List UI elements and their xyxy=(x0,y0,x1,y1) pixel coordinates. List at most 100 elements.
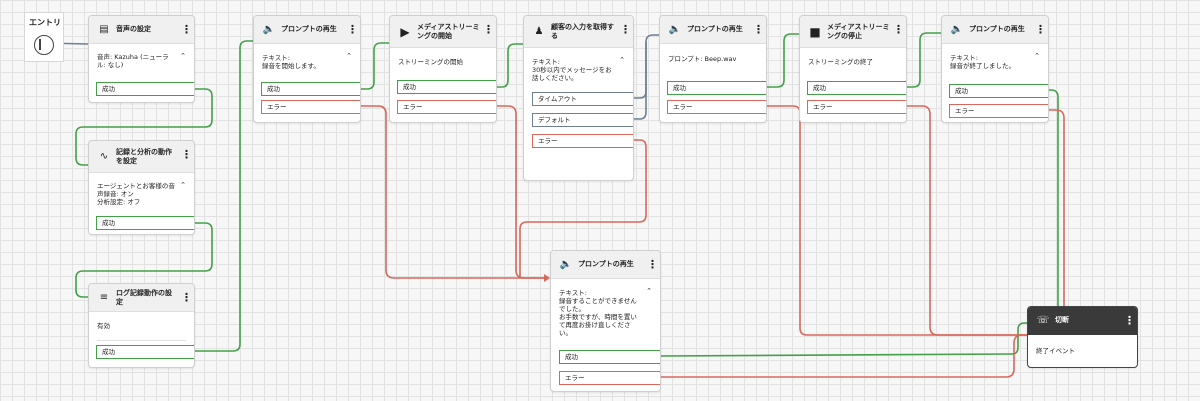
block-header: ≡ ログ記録動作の設定 ⋮ xyxy=(89,284,194,312)
speaker-icon: 🔈 xyxy=(262,23,276,35)
stop-icon: ■ xyxy=(809,24,821,39)
kebab-menu-icon[interactable]: ⋮ xyxy=(181,23,192,36)
chevron-up-icon[interactable]: ⌃ xyxy=(180,52,186,60)
kebab-menu-icon[interactable]: ⋮ xyxy=(647,258,658,271)
chevron-up-icon[interactable]: ⌃ xyxy=(619,56,625,64)
wire-prompt2-error xyxy=(766,105,1027,336)
kebab-menu-icon[interactable]: ⋮ xyxy=(181,148,192,161)
block-start-media-streaming[interactable]: ▶ メディアストリーミングの開始 ⋮ ストリーミングの開始 成功 エラー xyxy=(389,15,497,123)
port-success[interactable]: 成功 xyxy=(949,84,1048,98)
kebab-menu-icon[interactable]: ⋮ xyxy=(620,23,631,36)
block-description: ストリーミングの終了 xyxy=(808,58,873,66)
port-error[interactable]: エラー xyxy=(532,134,633,148)
wire-prompt1-error xyxy=(360,105,544,279)
block-description: テキスト: 録音を開始します。 xyxy=(262,54,320,70)
block-body: エージェントとお客様の音声録音: オン 分析設定: オフ ⌃ xyxy=(89,173,194,206)
block-header: 🔈 プロンプトの再生 ⋮ xyxy=(551,251,660,279)
port-error[interactable]: エラー xyxy=(949,104,1048,118)
chevron-up-icon[interactable]: ⌃ xyxy=(1034,52,1040,60)
block-play-prompt-error[interactable]: 🔈 プロンプトの再生 ⋮ テキスト: 録音することができませんでした。 お手数で… xyxy=(550,250,661,392)
block-title: 顧客の入力を取得する xyxy=(551,22,614,40)
port-error[interactable]: エラー xyxy=(807,100,906,114)
chevron-up-icon[interactable]: ⌃ xyxy=(346,52,352,60)
block-body: テキスト: 30秒以内でメッセージをお話しください。 ⌃ xyxy=(524,48,633,82)
port-success[interactable]: 成功 xyxy=(397,80,496,94)
block-get-customer-input[interactable]: ♟ 顧客の入力を取得する ⋮ テキスト: 30秒以内でメッセージをお話しください… xyxy=(523,15,634,181)
block-play-prompt-beep[interactable]: 🔈 プロンプトの再生 ⋮ プロンプト: Beep.wav 成功 エラー xyxy=(659,15,767,123)
block-header: ♟ 顧客の入力を取得する ⋮ xyxy=(524,16,633,48)
wire-streamstop-to-prompt3 xyxy=(906,32,941,88)
block-header: ▶ メディアストリーミングの開始 ⋮ xyxy=(390,16,496,48)
log-settings-icon: ≡ xyxy=(99,291,109,303)
block-play-prompt-end[interactable]: 🔈 プロンプトの再生 ⋮ テキスト: 録音が終了しました。 ⌃ 成功 エラー xyxy=(941,15,1049,123)
voice-settings-icon: ▤ xyxy=(99,23,109,35)
block-title: プロンプトの再生 xyxy=(281,25,337,33)
block-voice-settings[interactable]: ▤ 音声の設定 ⋮ 音声: Kazuha (ニューラル: なし) ⌃ 成功 xyxy=(88,15,195,103)
kebab-menu-icon[interactable]: ⋮ xyxy=(893,23,904,36)
block-logging-behavior[interactable]: ≡ ログ記録動作の設定 ⋮ 有効 成功 xyxy=(88,283,195,368)
entry-port[interactable] xyxy=(34,35,54,55)
port-error[interactable]: エラー xyxy=(397,100,496,114)
block-disconnect[interactable]: ☏ 切断 ⋮ 終了イベント xyxy=(1027,306,1138,368)
block-header: 🔈 プロンプトの再生 ⋮ xyxy=(942,16,1048,44)
wire-streamstart-to-input xyxy=(496,43,523,88)
block-recording-analytics[interactable]: ∿ 記録と分析の動作を設定 ⋮ エージェントとお客様の音声録音: オン 分析設定… xyxy=(88,140,195,235)
port-default[interactable]: デフォルト xyxy=(532,113,633,127)
kebab-menu-icon[interactable]: ⋮ xyxy=(1035,23,1046,36)
block-description: テキスト: 録音が終了しました。 xyxy=(950,54,1015,70)
block-title: 切断 xyxy=(1055,316,1069,324)
chevron-up-icon[interactable]: ⌃ xyxy=(646,287,652,295)
block-body: 終了イベント xyxy=(1028,335,1137,355)
wire-prompt1-to-streamstart xyxy=(360,42,389,90)
block-description: テキスト: 30秒以内でメッセージをお話しください。 xyxy=(532,58,612,82)
port-success[interactable]: 成功 xyxy=(559,350,660,364)
port-error[interactable]: エラー xyxy=(559,371,660,385)
kebab-menu-icon[interactable]: ⋮ xyxy=(347,23,358,36)
kebab-menu-icon[interactable]: ⋮ xyxy=(483,23,494,36)
block-description: ストリーミングの開始 xyxy=(398,58,463,66)
block-header: ∿ 記録と分析の動作を設定 ⋮ xyxy=(89,141,194,173)
wire-default-to-prompt2 xyxy=(633,42,647,120)
block-body: ストリーミングの終了 xyxy=(800,48,906,66)
kebab-menu-icon[interactable]: ⋮ xyxy=(181,291,192,304)
block-body: 有効 xyxy=(89,312,194,330)
block-stop-media-streaming[interactable]: ■ メディアストリーミングの停止 ⋮ ストリーミングの終了 成功 エラー xyxy=(799,15,907,123)
block-body: テキスト: 録音が終了しました。 ⌃ xyxy=(942,44,1048,70)
wire-prompterr-success-to-disconnect xyxy=(659,322,1027,357)
port-success[interactable]: 成功 xyxy=(807,81,906,95)
block-body: 音声: Kazuha (ニューラル: なし) ⌃ xyxy=(89,44,194,69)
port-error[interactable]: エラー xyxy=(261,100,360,114)
customer-input-icon: ♟ xyxy=(534,25,544,37)
port-success[interactable]: 成功 xyxy=(667,81,766,95)
block-description: エージェントとお客様の音声録音: オン 分析設定: オフ xyxy=(97,182,175,206)
entry-node[interactable]: エントリ xyxy=(24,12,64,62)
block-description: 有効 xyxy=(97,322,110,330)
block-title: メディアストリーミングの開始 xyxy=(417,22,480,40)
block-title: 音声の設定 xyxy=(116,25,151,33)
block-body: ストリーミングの開始 xyxy=(390,48,496,66)
chevron-up-icon[interactable]: ⌃ xyxy=(180,181,186,189)
divider xyxy=(97,340,186,341)
port-success[interactable]: 成功 xyxy=(96,345,194,359)
port-success[interactable]: 成功 xyxy=(96,82,194,96)
wire-log-to-prompt1 xyxy=(194,40,253,352)
kebab-menu-icon[interactable]: ⋮ xyxy=(753,23,764,36)
block-body: テキスト: 録音することができませんでした。 お手数ですが、時間を置いて再度お掛… xyxy=(551,279,660,337)
port-success[interactable]: 成功 xyxy=(96,216,194,230)
block-body: プロンプト: Beep.wav xyxy=(660,44,766,63)
waveform-icon: ∿ xyxy=(99,150,109,162)
kebab-menu-icon[interactable]: ⋮ xyxy=(1124,314,1135,327)
block-header: 🔈 プロンプトの再生 ⋮ xyxy=(254,16,360,44)
speaker-icon: 🔈 xyxy=(559,258,573,270)
wire-streamstop-error xyxy=(906,105,1027,336)
block-play-prompt-start[interactable]: 🔈 プロンプトの再生 ⋮ テキスト: 録音を開始します。 ⌃ 成功 エラー xyxy=(253,15,361,123)
block-header: ■ メディアストリーミングの停止 ⋮ xyxy=(800,16,906,48)
block-header: ▤ 音声の設定 ⋮ xyxy=(89,16,194,44)
port-timeout[interactable]: タイムアウト xyxy=(532,92,633,106)
block-title: ログ記録動作の設定 xyxy=(116,288,172,306)
block-header: ☏ 切断 ⋮ xyxy=(1028,307,1137,335)
port-error[interactable]: エラー xyxy=(667,100,766,114)
block-header: 🔈 プロンプトの再生 ⋮ xyxy=(660,16,766,44)
port-success[interactable]: 成功 xyxy=(261,82,360,96)
